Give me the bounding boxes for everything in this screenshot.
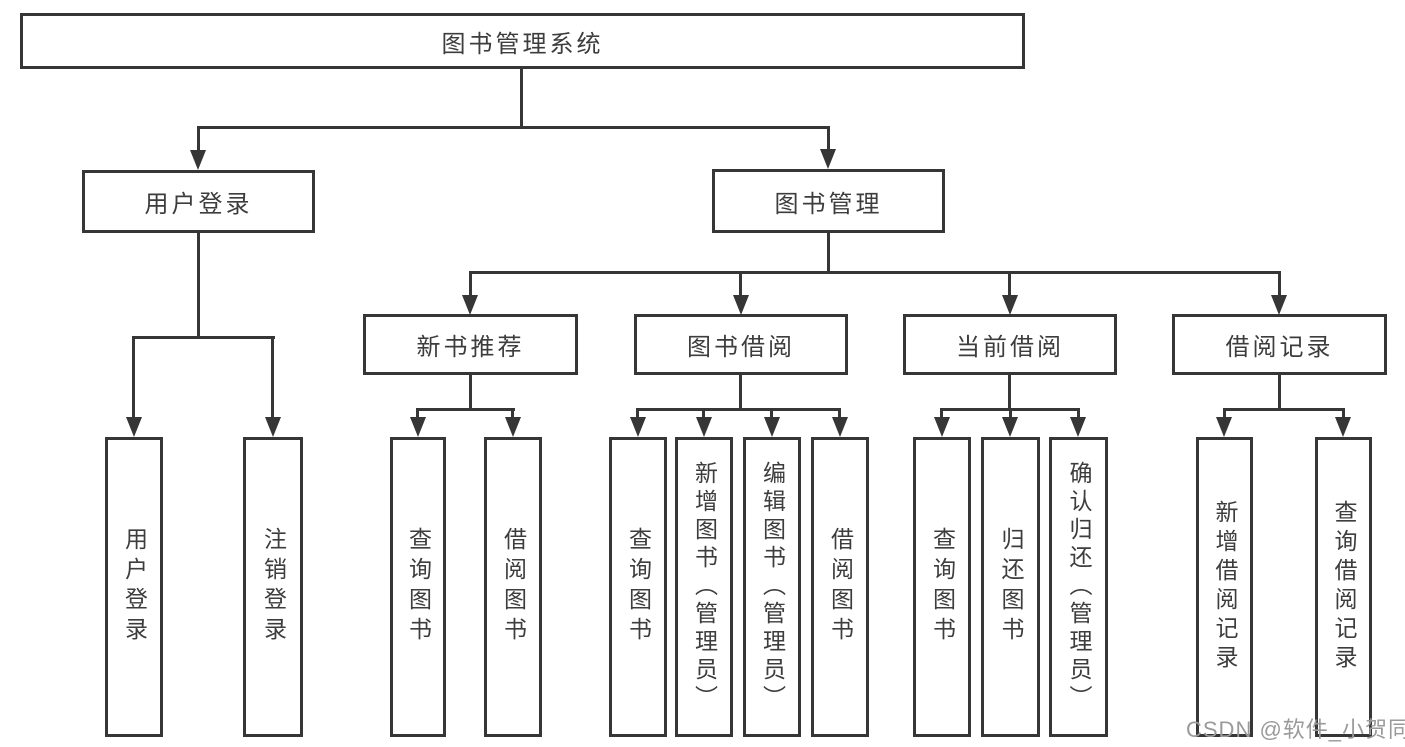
- arrowhead-cb-query: [934, 417, 950, 437]
- connector-br-query-shaft: [1342, 408, 1345, 420]
- leaf-cb-confirm-return-admin: 确认归还（管理员）: [1049, 437, 1108, 737]
- connector-bb-add-shaft: [702, 408, 705, 420]
- arrowhead-bb-query: [630, 417, 646, 437]
- leaf-br-query-record: 查询借阅记录: [1315, 437, 1372, 737]
- connector-nbr-query-shaft: [416, 408, 419, 420]
- connector-book-mgmt-shaft: [827, 126, 830, 152]
- arrowhead-leaf-user-login: [126, 417, 142, 437]
- connector-br-add-shaft: [1223, 408, 1226, 420]
- node-user-login: 用户登录: [82, 170, 315, 233]
- arrowhead-nbr-query: [410, 417, 426, 437]
- arrowhead-user-login: [190, 150, 206, 170]
- arrowhead-book-mgmt: [820, 149, 836, 169]
- connector-br-stub: [1278, 375, 1281, 410]
- arrowhead-cb-confirm: [1070, 417, 1086, 437]
- leaf-cb-return-books: 归还图书: [981, 437, 1040, 737]
- connector-cb-stub: [1008, 375, 1011, 410]
- connector-nbr-borrow-shaft: [511, 408, 514, 420]
- connector-current-borrow-shaft: [1008, 271, 1011, 299]
- connector-level2-hline: [197, 126, 830, 129]
- connector-cb-confirm-shaft: [1077, 408, 1080, 420]
- leaf-bb-query-books: 查询图书: [609, 437, 667, 737]
- connector-cb-query-shaft: [940, 408, 943, 420]
- leaf-user-login: 用户登录: [105, 437, 163, 737]
- node-new-book-recommend: 新书推荐: [363, 314, 578, 375]
- connector-nbr-stub: [469, 375, 472, 410]
- connector-user-login-hline: [132, 336, 275, 339]
- node-book-management: 图书管理: [712, 169, 945, 233]
- arrowhead-bb-borrow: [832, 417, 848, 437]
- connector-book-borrow-shaft: [739, 271, 742, 299]
- leaf-nbr-query-books: 查询图书: [390, 437, 446, 737]
- arrowhead-book-borrow: [733, 295, 749, 315]
- arrowhead-cb-return: [1002, 417, 1018, 437]
- arrowhead-leaf-logout: [265, 417, 281, 437]
- connector-br-hline: [1223, 408, 1345, 411]
- connector-bb-hline: [636, 408, 841, 411]
- node-book-borrow: 图书借阅: [634, 314, 848, 375]
- arrowhead-current-borrow: [1002, 295, 1018, 315]
- arrowhead-br-add: [1216, 417, 1232, 437]
- connector-nbr-hline: [416, 408, 515, 411]
- connector-borrow-records-shaft: [1278, 271, 1281, 299]
- connector-leaf-user-login-shaft: [132, 336, 135, 420]
- leaf-bb-add-books-admin: 新增图书（管理员）: [675, 437, 733, 737]
- connector-user-login-stub: [197, 233, 200, 338]
- connector-leaf-logout-shaft: [271, 336, 274, 420]
- leaf-nbr-borrow-books: 借阅图书: [484, 437, 542, 737]
- leaf-logout: 注销登录: [243, 437, 303, 737]
- arrowhead-new-book-recommend: [462, 295, 478, 315]
- arrowhead-nbr-borrow: [505, 417, 521, 437]
- leaf-bb-borrow-books: 借阅图书: [811, 437, 869, 737]
- leaf-bb-edit-books-admin: 编辑图书（管理员）: [743, 437, 801, 737]
- node-borrow-records: 借阅记录: [1172, 314, 1387, 375]
- leaf-br-add-record: 新增借阅记录: [1196, 437, 1253, 737]
- connector-bb-stub: [739, 375, 742, 410]
- connector-bb-edit-shaft: [770, 408, 773, 420]
- connector-book-mgmt-stub: [827, 233, 830, 273]
- leaf-cb-query-books: 查询图书: [913, 437, 971, 737]
- connector-root-stub: [520, 69, 523, 128]
- csdn-watermark: CSDN @软件_小贺同学: [1186, 717, 1405, 742]
- arrowhead-borrow-records: [1271, 295, 1287, 315]
- arrowhead-bb-add: [696, 417, 712, 437]
- node-current-borrow: 当前借阅: [903, 314, 1117, 375]
- connector-cb-return-shaft: [1009, 408, 1012, 420]
- connector-bb-query-shaft: [636, 408, 639, 420]
- connector-user-login-shaft: [197, 126, 200, 152]
- connector-bb-borrow-shaft: [838, 408, 841, 420]
- node-library-management-system: 图书管理系统: [20, 13, 1025, 69]
- connector-new-book-shaft: [469, 271, 472, 299]
- arrowhead-br-query: [1335, 417, 1351, 437]
- arrowhead-bb-edit: [764, 417, 780, 437]
- connector-level3-hline: [469, 271, 1281, 274]
